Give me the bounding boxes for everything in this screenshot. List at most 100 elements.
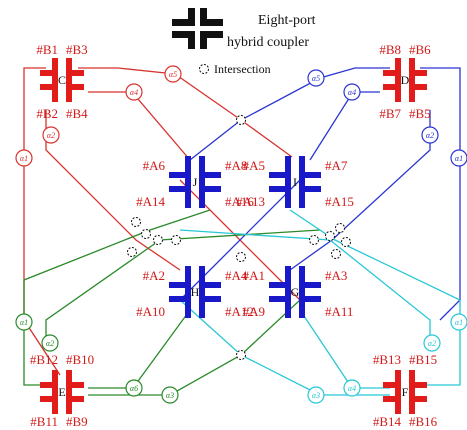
intersection-mark bbox=[341, 237, 351, 247]
port-label: #B4 bbox=[66, 106, 88, 121]
corner-coupler-e: E #B12 #B10 #B11 #B9 bbox=[30, 352, 94, 429]
center-coupler-h: H #A2 #A4 #A10 #A12 bbox=[136, 266, 254, 319]
alpha1-label: α1 bbox=[20, 318, 28, 327]
alpha1-label: α1 bbox=[455, 154, 463, 163]
legend-intersection-label: Intersection bbox=[214, 62, 271, 76]
alpha2-label: α2 bbox=[46, 339, 54, 348]
corner-coupler-c: C#B1#B3#B2#B4 bbox=[36, 42, 88, 121]
alpha4-label: α4 bbox=[348, 88, 356, 97]
port-label: #B9 bbox=[66, 414, 88, 429]
port-label: #A2 bbox=[143, 268, 165, 283]
port-label: #B8 bbox=[379, 42, 401, 57]
port-label: #B2 bbox=[36, 106, 58, 121]
port-label: #B14 bbox=[373, 414, 402, 429]
alpha3-label: α3 bbox=[312, 391, 320, 400]
alpha2-marker bbox=[41, 334, 59, 352]
green-wire-network bbox=[23, 209, 321, 396]
port-label: #A4 bbox=[225, 268, 248, 283]
alpha3-marker bbox=[161, 386, 179, 404]
port-label: #B12 bbox=[30, 352, 58, 367]
red-wire-to-alpha5 bbox=[78, 67, 293, 158]
alpha1-label: α1 bbox=[20, 154, 28, 163]
intersection-mark bbox=[153, 235, 163, 245]
coupler-id-label: F bbox=[402, 385, 409, 399]
alpha5-label: α5 bbox=[312, 74, 320, 83]
corner-coupler-f: F #B13 #B15 #B14 #B16 bbox=[373, 352, 438, 429]
alpha4-marker bbox=[125, 83, 143, 101]
alpha-markers: α1 α2 α4 α5 α5 α4 α2 α1 α1 α2 α6 α3 α3 α… bbox=[15, 65, 467, 404]
alpha2-label: α2 bbox=[47, 131, 55, 140]
couplers-layer: J#A6#A8#A14#A16I#A5#A7#A13#A15H#A2#A4#A1… bbox=[30, 42, 438, 429]
intersection-markers bbox=[127, 115, 351, 360]
blue-wire-outer-right bbox=[420, 67, 461, 321]
coupler-id-label: G bbox=[291, 285, 300, 299]
port-label: #A10 bbox=[136, 304, 165, 319]
alpha4-marker bbox=[343, 379, 361, 397]
coupler-id-label: I bbox=[293, 175, 297, 189]
intersection-mark bbox=[131, 217, 141, 227]
port-label: #A14 bbox=[136, 194, 165, 209]
port-label: #B11 bbox=[30, 414, 58, 429]
legend-coupler-line1: Eight-port bbox=[258, 13, 316, 28]
alpha2-marker bbox=[42, 126, 60, 144]
alpha2-label: α2 bbox=[428, 339, 436, 348]
port-label: #A11 bbox=[325, 304, 353, 319]
port-label: #B13 bbox=[373, 352, 401, 367]
red-wire-outer-left bbox=[23, 67, 61, 376]
port-label: #A12 bbox=[225, 304, 254, 319]
alpha4-label: α4 bbox=[130, 88, 138, 97]
blue-wire-alpha4 bbox=[309, 91, 380, 161]
legend: Eight-port hybrid coupler Intersection bbox=[172, 8, 316, 76]
port-label: #B5 bbox=[409, 106, 431, 121]
alpha4-label: α4 bbox=[348, 384, 356, 393]
port-label: #B16 bbox=[409, 414, 438, 429]
intersection-mark bbox=[325, 231, 335, 241]
intersection-mark bbox=[171, 235, 181, 245]
green-wire-alpha3 bbox=[88, 299, 301, 396]
blue-wire-to-alpha5 bbox=[189, 67, 390, 161]
coupler-legend-icon bbox=[172, 8, 223, 49]
port-label: #B15 bbox=[409, 352, 437, 367]
alpha6-marker bbox=[125, 379, 143, 397]
legend-coupler-line2: hybrid coupler bbox=[227, 35, 309, 50]
port-label: #A16 bbox=[225, 194, 254, 209]
port-label: #A1 bbox=[243, 268, 265, 283]
coupler-id-label: E bbox=[58, 385, 65, 399]
cyan-wire-alpha4 bbox=[299, 309, 390, 389]
alpha1-marker bbox=[450, 313, 467, 331]
alpha2-marker bbox=[421, 126, 439, 144]
intersection-mark bbox=[335, 223, 345, 233]
alpha5-marker bbox=[307, 69, 325, 87]
coupler-id-label: D bbox=[401, 73, 410, 87]
intersection-mark bbox=[309, 235, 319, 245]
coupler-id-label: J bbox=[193, 175, 198, 189]
port-label: #B10 bbox=[66, 352, 94, 367]
port-label: #B3 bbox=[66, 42, 88, 57]
port-label: #A15 bbox=[325, 194, 354, 209]
port-label: #A6 bbox=[143, 158, 166, 173]
port-label: #A7 bbox=[325, 158, 348, 173]
cyan-wire-network bbox=[179, 209, 461, 396]
alpha5-marker bbox=[164, 65, 182, 83]
port-label: #A9 bbox=[243, 304, 265, 319]
port-label: #B6 bbox=[409, 42, 431, 57]
intersection-mark bbox=[331, 249, 341, 259]
intersection-mark bbox=[236, 350, 246, 360]
alpha2-marker bbox=[423, 334, 441, 352]
green-wire-outer-left bbox=[23, 209, 211, 386]
alpha3-label: α3 bbox=[166, 391, 174, 400]
alpha1-marker bbox=[15, 149, 33, 167]
alpha1-marker bbox=[450, 149, 467, 167]
alpha4-marker bbox=[343, 83, 361, 101]
corner-coupler-d: D #B8 #B6 #B7 #B5 bbox=[379, 42, 431, 121]
port-label: #A8 bbox=[225, 158, 247, 173]
coupler-id-label: H bbox=[191, 285, 200, 299]
alpha5-label: α5 bbox=[169, 70, 177, 79]
port-label: #B7 bbox=[379, 106, 401, 121]
intersection-legend-icon bbox=[199, 64, 209, 74]
intersection-mark bbox=[127, 247, 137, 257]
green-wire-alpha6 bbox=[88, 309, 191, 389]
port-label: #A5 bbox=[243, 158, 265, 173]
cyan-wire-outer-right bbox=[289, 209, 461, 386]
